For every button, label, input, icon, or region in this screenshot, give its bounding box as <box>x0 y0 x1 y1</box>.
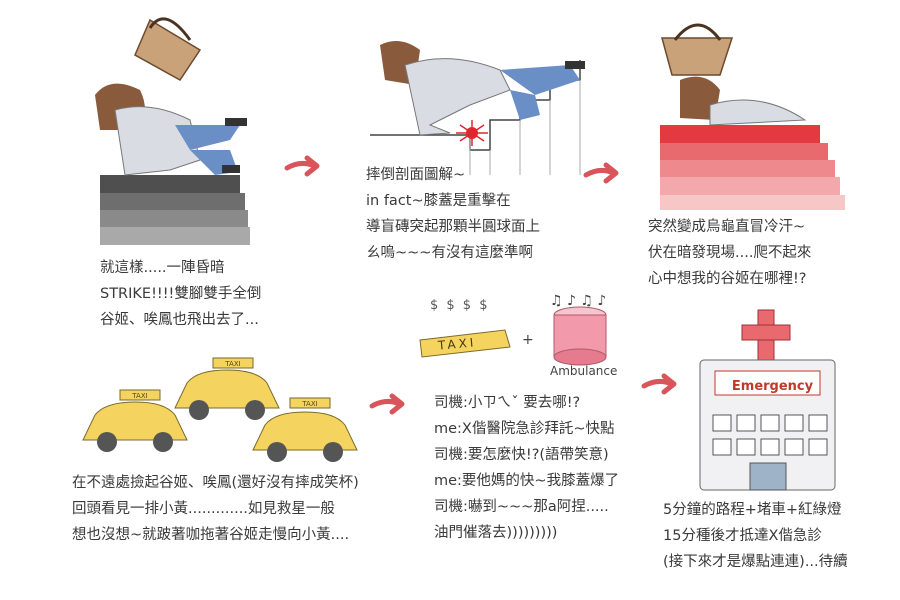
caption-line: (接下來才是爆點連連)...待續 <box>663 554 848 570</box>
panel-1-fall: 就這樣.....一陣昏暗 STRIKE!!!!雙腳雙手全倒 谷姬、唉鳳也飛出去了… <box>0 0 300 340</box>
panel-3-turtle: 突然變成烏龜直冒冷汗~ 伏在暗發現場....爬不起來 心中想我的谷姬在哪裡!? <box>620 0 900 300</box>
caption-line: 司機:小ㄗㄟˇ 要去哪!? <box>434 395 581 411</box>
caption-line: 在不遠處撿起谷姬、唉鳳(還好沒有摔成笑杯) <box>72 475 359 491</box>
taxi-sign-text: TAXI <box>224 360 240 368</box>
caption-line: 司機:要怎麼快!?(語帶笑意) <box>434 447 609 463</box>
curled-person <box>680 76 807 126</box>
caption-line: 15分種後才抵達X偕急診 <box>663 528 822 544</box>
hospital-windows <box>712 414 828 456</box>
caption-line: 想也沒想~就跛著咖拖著谷姬走慢向小黃.... <box>72 527 350 543</box>
taxi-sign-icon <box>419 329 511 358</box>
red-cross-icon <box>741 309 791 361</box>
dollar-signs: $ $ $ $ <box>430 298 490 313</box>
kneeling-person <box>380 41 585 136</box>
caption-line: 油門催落去))))))))) <box>434 525 558 541</box>
caption-line: 回頭看見一排小黃.............如見救星一般 <box>72 501 335 517</box>
caption-line: 摔倒剖面圖解~ <box>366 167 466 183</box>
red-stairs-illustration <box>660 23 845 210</box>
basket-icon <box>134 17 202 81</box>
taxi-ambulance-illustration: ♫ ♪ ♫ ♪ <box>419 293 607 366</box>
music-notes-icon: ♫ ♪ ♫ ♪ <box>550 293 606 309</box>
plus-sign: + <box>522 332 534 348</box>
arrow-right-icon <box>583 162 619 184</box>
caption-line: ㄠ嗚~~~有沒有這麼準啊 <box>366 245 533 261</box>
taxi-icon: TAXI <box>82 389 188 452</box>
taxi-sign-text: TAXI <box>301 400 317 408</box>
caption-line: 谷姬、唉鳳也飛出去了... <box>100 312 259 328</box>
red-stairs <box>660 125 845 210</box>
caption-line: STRIKE!!!!雙腳雙手全倒 <box>100 286 262 302</box>
caption-line: me:X偕醫院急診拜託~快點 <box>434 421 615 437</box>
caption-line: 突然變成烏龜直冒冷汗~ <box>648 219 806 235</box>
caption-line: 心中想我的谷姬在哪裡!? <box>648 271 807 287</box>
caption-line: in fact~膝蓋是重擊在 <box>366 193 511 209</box>
falling-person <box>95 83 247 176</box>
panel-6-hospital: Emergency 5分鐘的路程+堵車+紅綠燈 15分種後才抵達X偕急診 (接下… <box>660 300 900 600</box>
gray-stairs <box>100 175 250 245</box>
basket-icon <box>661 23 734 76</box>
emergency-sign-text: Emergency <box>731 379 814 394</box>
siren-icon <box>553 306 607 366</box>
caption-line: 伏在暗發現場....爬不起來 <box>648 245 812 261</box>
caption-line: 5分鐘的路程+堵車+紅綠燈 <box>663 502 842 518</box>
arrow-right-icon <box>369 393 405 415</box>
ambulance-label: Ambulance <box>550 364 618 378</box>
emergency-sign <box>714 370 821 396</box>
arrow-right-icon <box>641 373 677 395</box>
caption-line: me:要他媽的快~我膝蓋爆了 <box>434 473 620 489</box>
panel-2-cross-section: 摔倒剖面圖解~ in fact~膝蓋是重擊在 導盲磚突起那顆半圓球面上 ㄠ嗚~~… <box>310 0 600 300</box>
caption-line: 導盲磚突起那顆半圓球面上 <box>366 219 540 235</box>
svg-text:♫ ♪ ♫ ♪: ♫ ♪ ♫ ♪ <box>550 293 606 309</box>
cross-section-illustration <box>370 41 585 175</box>
taxi-icon: TAXI <box>252 397 358 462</box>
panel-5-taxi-ride: $ $ $ $ ♫ ♪ ♫ ♪ TAXI + Ambulance 司機:小ㄗㄟˇ… <box>410 280 660 600</box>
taxi-icon: TAXI <box>174 357 280 420</box>
caption-line: 就這樣.....一陣昏暗 <box>100 260 225 276</box>
caption-line: 司機:嚇到~~~那a阿捏..... <box>434 499 609 515</box>
impact-burst-icon <box>456 120 488 146</box>
panel-4-taxis: TAXI TAXI TAXI 在不遠處撿起谷姬、唉鳳(還好沒有摔成笑杯) 回頭看… <box>0 340 410 600</box>
hospital-illustration <box>699 309 836 491</box>
taxi-sign-text: TAXI <box>131 392 147 400</box>
fall-stairs-illustration <box>95 17 250 245</box>
hospital-door <box>749 462 787 491</box>
arrow-right-icon <box>284 155 320 177</box>
taxis-illustration: TAXI TAXI TAXI <box>82 357 358 462</box>
